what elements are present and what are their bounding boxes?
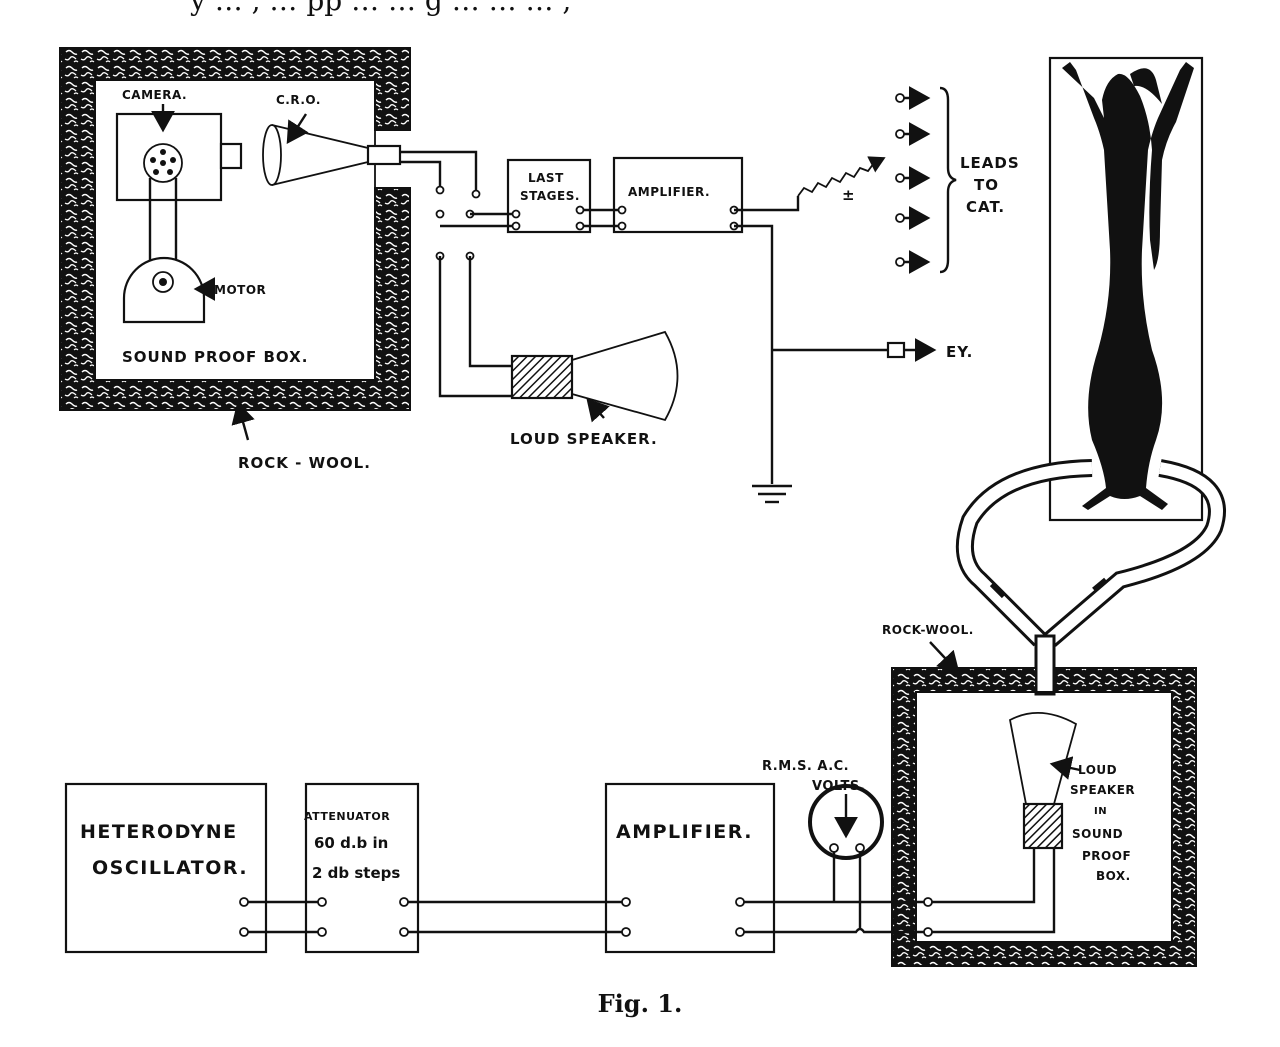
- amplifier-top-box: [612, 156, 744, 234]
- wire-amp-out: [734, 196, 800, 212]
- ground-symbol: [752, 484, 792, 504]
- earth-lead: [734, 224, 774, 484]
- bottom-wires: [244, 848, 1056, 934]
- bottom-terminals: [239, 897, 933, 937]
- heterodyne-label-1: HETERODYNE: [80, 821, 238, 843]
- cro-lead-2: [400, 160, 442, 186]
- figure-caption: Fig. 1.: [598, 989, 683, 1018]
- cro-arrow: [286, 113, 309, 145]
- left-sound-proof-box: [59, 47, 411, 411]
- ls-box-label-3: IN: [1094, 806, 1107, 817]
- leads-label-1: LEADS: [960, 154, 1020, 172]
- rms-ac-voltmeter: [808, 784, 884, 930]
- sound-proof-box-label: SOUND PROOF BOX.: [122, 348, 308, 366]
- motor-label: MOTOR: [214, 283, 266, 297]
- loud-speaker-arrow: [586, 398, 610, 423]
- top-cut-text: y … , … pp … … g … … … ,: [189, 0, 571, 17]
- plus-minus-label: ±: [842, 186, 856, 204]
- camera: [115, 112, 243, 202]
- ls-box-label-2: SPEAKER: [1070, 783, 1135, 797]
- switch-terminals: [435, 185, 481, 261]
- leads-label-3: CAT.: [966, 198, 1005, 216]
- right-box-inner: [915, 691, 1173, 943]
- amplifier-bottom-box: [604, 782, 776, 954]
- ls-box-label-4: SOUND: [1072, 827, 1123, 841]
- rms-label-2: VOLTS.: [812, 779, 865, 794]
- cro-tube: [262, 124, 402, 186]
- camera-label: CAMERA.: [122, 88, 187, 102]
- loud-speaker-top: [510, 330, 679, 422]
- cat-silhouette: [1062, 62, 1194, 510]
- zigzag-selector-lead: [797, 156, 886, 197]
- last-stages-label-1: LAST: [528, 171, 564, 185]
- ear-tubes: [955, 459, 1226, 696]
- attenuator-label-2: 60 d.b in: [314, 834, 388, 852]
- attenuator-box: [304, 782, 420, 954]
- cro-label: C.R.O.: [276, 93, 321, 107]
- ls-box-label-5: PROOF: [1082, 849, 1131, 863]
- speaker-lead: [438, 256, 512, 398]
- motor: [122, 256, 206, 324]
- rock-wool-label-right: ROCK-WOOL.: [882, 623, 974, 637]
- attenuator-label-3: 2 db steps: [312, 864, 400, 882]
- leads-label-2: TO: [974, 176, 999, 194]
- heterodyne-label-2: OSCILLATOR.: [92, 857, 248, 879]
- rock-wool-arrow-right: [929, 641, 960, 674]
- rock-wool-arrow-left: [231, 401, 255, 441]
- rock-wool-label-left: ROCK - WOOL.: [238, 454, 371, 472]
- speaker-lead-2: [468, 256, 512, 368]
- box-inner-wall: [94, 79, 376, 381]
- ey-terminal: [886, 341, 906, 359]
- loud-speaker-label: LOUD SPEAKER.: [510, 430, 658, 448]
- last-stages-box: [506, 158, 592, 234]
- last-stages-label-2: STAGES.: [520, 189, 580, 203]
- cat-lead-terminals: [895, 86, 957, 274]
- rms-label-1: R.M.S. A.C.: [762, 759, 849, 774]
- loud-speaker-in-box: [1008, 711, 1078, 850]
- heterodyne-oscillator-box: [64, 782, 268, 954]
- amplifier-top-label: AMPLIFIER.: [628, 185, 710, 199]
- attenuator-label-1: ATTENUATOR: [304, 810, 390, 823]
- ls-box-label-6: BOX.: [1096, 869, 1131, 883]
- ey-label: EY.: [946, 343, 973, 361]
- ls-box-label-1: LOUD: [1078, 763, 1117, 777]
- amplifier-bottom-label: AMPLIFIER.: [616, 821, 753, 843]
- speaker-in-box-arrow: [1049, 756, 1081, 780]
- cro-lead: [400, 150, 478, 190]
